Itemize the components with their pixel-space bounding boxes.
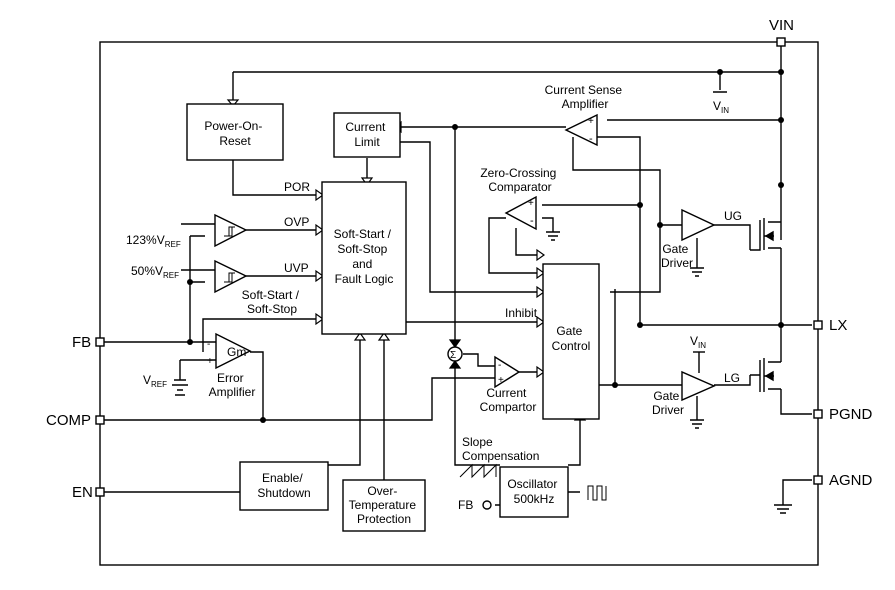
pin-vin: VIN — [769, 17, 794, 47]
current-comparator: - + — [494, 355, 521, 389]
fb-osc-terminal — [482, 500, 492, 510]
zero-crossing-label: Zero-Crossing Comparator — [480, 166, 559, 194]
power-on-reset-label: Power-On- Reset — [204, 119, 265, 148]
pin-comp: COMP — [46, 412, 105, 429]
svg-text:-: - — [589, 133, 593, 145]
ovp-signal-label: OVP — [284, 215, 309, 229]
svg-text:+: + — [207, 356, 213, 367]
power-on-reset-block — [186, 103, 284, 161]
svg-text:-: - — [498, 360, 501, 371]
chip-outline — [99, 41, 819, 566]
svg-text:AGND: AGND — [829, 472, 873, 489]
ground-symbols — [172, 231, 792, 514]
arrowheads — [226, 99, 587, 421]
upper-gate-driver — [681, 208, 716, 242]
summing-node: Σ — [447, 346, 463, 362]
lower-gate-driver-label: Gate Driver — [652, 389, 684, 417]
soft-start-fault-logic-block — [321, 181, 407, 335]
vin-label: VIN — [713, 99, 729, 115]
upper-gate-driver-label: Gate Driver — [661, 242, 693, 270]
ref123-label: 123%VREF — [126, 233, 181, 249]
over-temperature-block — [342, 479, 426, 532]
pin-pgnd: PGND — [813, 406, 873, 423]
svg-text:-: - — [207, 339, 210, 350]
error-amplifier-label: Error Amplifier — [209, 371, 256, 399]
zero-crossing-comparator: + - — [504, 195, 537, 231]
ug-label: UG — [724, 209, 742, 223]
sawtooth-icon — [459, 463, 497, 479]
uvp-signal-label: UVP — [284, 261, 309, 275]
svg-text:Σ: Σ — [450, 350, 456, 361]
pin-lx: LX — [813, 317, 847, 334]
svg-text:EN: EN — [72, 484, 93, 501]
gate-control-label: Gate Control — [552, 324, 591, 353]
oscillator-label: Oscillator 500kHz — [507, 477, 560, 506]
pin-fb: FB — [72, 334, 105, 351]
current-limit-label: Current Limit — [345, 120, 388, 149]
soft-start-fault-logic-label: Soft-Start / Soft-Stop and Fault Logic — [334, 227, 395, 286]
svg-text:+: + — [528, 198, 534, 209]
pin-en: EN — [72, 484, 105, 501]
upper-mosfet — [750, 218, 774, 251]
lg-label: LG — [724, 371, 740, 385]
svg-text:LX: LX — [829, 317, 847, 334]
inhibit-label: Inhibit — [505, 306, 538, 320]
wiring — [104, 46, 812, 506]
vref-label: VREF — [143, 373, 167, 389]
uvp-comparator — [214, 259, 248, 294]
gate-control-block — [542, 263, 600, 420]
soft-start-stop-label: Soft-Start / Soft-Stop — [242, 288, 303, 316]
square-wave-icon — [587, 485, 607, 501]
svg-text:PGND: PGND — [829, 406, 873, 423]
svg-text:VIN: VIN — [769, 17, 794, 34]
vin-lower-label: VIN — [690, 334, 706, 350]
svg-text:+: + — [588, 116, 594, 127]
error-amplifier: - + Gm — [207, 332, 252, 370]
current-comparator-label: Current Compartor — [480, 386, 537, 414]
svg-text:FB: FB — [72, 334, 91, 351]
oscillator-block — [499, 466, 569, 518]
lower-mosfet — [750, 358, 774, 392]
enable-shutdown-label: Enable/ Shutdown — [257, 471, 310, 500]
ovp-comparator — [214, 213, 248, 248]
current-limit-block — [333, 112, 401, 158]
pin-agnd: AGND — [813, 472, 873, 489]
por-signal-label: POR — [284, 180, 310, 194]
svg-text:Gm: Gm — [227, 345, 246, 359]
enable-shutdown-block — [239, 461, 329, 511]
svg-text:+: + — [498, 375, 504, 386]
over-temperature-label: Over- Temperature Protection — [349, 484, 420, 526]
junction-dots — [187, 69, 784, 423]
slope-compensation-label: Slope Compensation — [462, 435, 539, 463]
svg-text:COMP: COMP — [46, 412, 91, 429]
svg-text:-: - — [530, 215, 534, 227]
lower-gate-driver — [681, 370, 716, 402]
ref50-label: 50%VREF — [131, 264, 179, 280]
current-sense-label: Current Sense Amplifier — [545, 83, 626, 111]
current-sense-amplifier: + - — [564, 113, 598, 147]
fb-osc-label: FB — [458, 498, 473, 512]
